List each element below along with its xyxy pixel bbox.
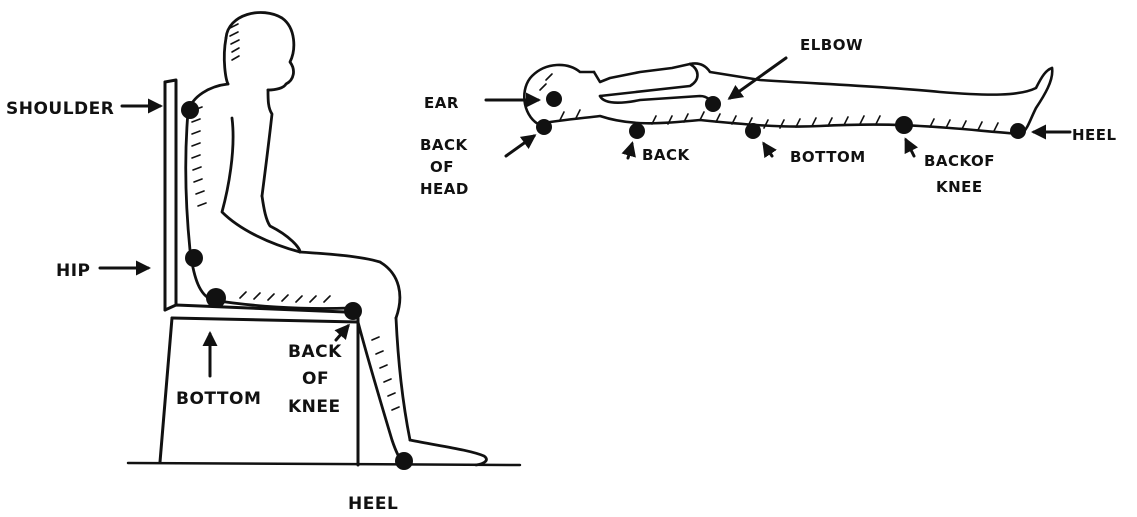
bottom-label-lying: BOTTOM bbox=[790, 148, 866, 166]
elbow-label: ELBOW bbox=[800, 36, 863, 54]
back-of-knee-label-lying-line1: BACKOF bbox=[924, 152, 995, 170]
back-of-knee-arrow bbox=[336, 326, 348, 340]
floor-line bbox=[128, 463, 520, 465]
lying-body bbox=[524, 63, 1052, 134]
heel-label-sitting: HEEL bbox=[348, 494, 398, 514]
bottom-label: BOTTOM bbox=[176, 389, 261, 409]
heel-label-lying: HEEL bbox=[1072, 126, 1117, 144]
sitting-figure: SHOULDER HIP BOTTOM BACK OF KNEE HEEL bbox=[6, 12, 520, 514]
back-of-knee-label-line1: BACK bbox=[288, 342, 342, 362]
heel-point-lying bbox=[1010, 123, 1026, 139]
back-of-knee-label-line3: KNEE bbox=[288, 397, 341, 417]
back-of-head-label-line3: HEAD bbox=[420, 180, 469, 198]
elbow-arrow bbox=[730, 58, 786, 98]
bottom-arrow-lying bbox=[764, 144, 772, 156]
hip-point bbox=[185, 249, 203, 267]
ear-label: EAR bbox=[424, 94, 459, 112]
lying-figure: EAR ELBOW BACK OF HEAD BACK BOTTOM BACKO… bbox=[420, 36, 1117, 198]
ear-point bbox=[546, 91, 562, 107]
back-of-head-label-line1: BACK bbox=[420, 136, 469, 154]
back-of-head-arrow bbox=[506, 136, 534, 156]
heel-point bbox=[395, 452, 413, 470]
back-of-head-label-line2: OF bbox=[430, 158, 454, 176]
back-point bbox=[629, 123, 645, 139]
back-of-knee-point bbox=[344, 302, 362, 320]
back-of-head-point bbox=[536, 119, 552, 135]
back-of-knee-label-lying-line2: KNEE bbox=[936, 178, 983, 196]
bottom-point-lying bbox=[745, 123, 761, 139]
back-arrow bbox=[628, 144, 632, 158]
bottom-point bbox=[206, 288, 226, 308]
back-label: BACK bbox=[642, 146, 691, 164]
back-of-knee-point-lying bbox=[895, 116, 913, 134]
back-of-knee-label-line2: OF bbox=[302, 369, 329, 389]
shoulder-label: SHOULDER bbox=[6, 99, 114, 119]
shoulder-point bbox=[181, 101, 199, 119]
hip-label: HIP bbox=[56, 261, 91, 281]
elbow-point bbox=[705, 96, 721, 112]
back-of-knee-arrow-lying bbox=[906, 140, 914, 156]
